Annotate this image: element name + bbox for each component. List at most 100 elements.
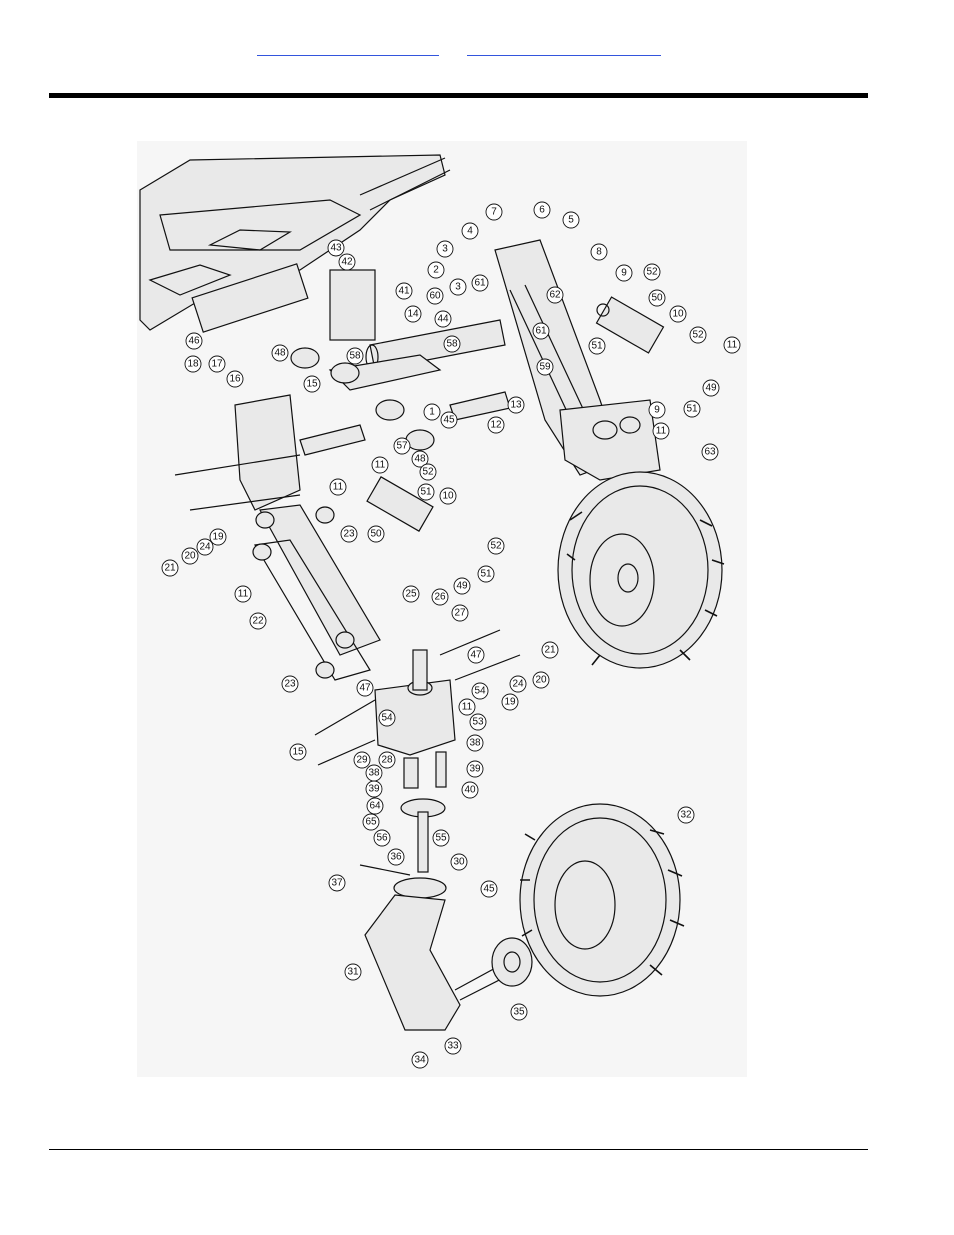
callout-circle bbox=[346, 347, 364, 365]
callout-47: 47 bbox=[356, 679, 374, 697]
callout-circle bbox=[451, 604, 469, 622]
callout-31: 31 bbox=[344, 963, 362, 981]
callout-circle bbox=[434, 310, 452, 328]
callout-30: 30 bbox=[450, 853, 468, 871]
callout-number: 35 bbox=[513, 1007, 525, 1018]
callout-circle bbox=[615, 264, 633, 282]
callout-number: 24 bbox=[199, 542, 211, 553]
callout-44: 44 bbox=[434, 310, 452, 328]
callout-circle bbox=[327, 239, 345, 257]
callout-number: 52 bbox=[692, 330, 704, 341]
callout-circle bbox=[436, 240, 454, 258]
callout-number: 19 bbox=[504, 697, 516, 708]
callout-54: 54 bbox=[378, 709, 396, 727]
callout-number: 48 bbox=[274, 348, 286, 359]
callout-15: 15 bbox=[303, 375, 321, 393]
header-link-left[interactable] bbox=[257, 37, 439, 56]
callout-54: 54 bbox=[471, 682, 489, 700]
callout-circle bbox=[373, 829, 391, 847]
callout-43: 43 bbox=[327, 239, 345, 257]
callout-circle bbox=[439, 487, 457, 505]
callout-number: 58 bbox=[446, 339, 458, 350]
callout-22: 22 bbox=[249, 612, 267, 630]
callout-19: 19 bbox=[209, 528, 227, 546]
callout-circle bbox=[477, 565, 495, 583]
callout-number: 38 bbox=[469, 738, 481, 749]
callout-circle bbox=[208, 355, 226, 373]
callout-number: 39 bbox=[368, 784, 380, 795]
callout-number: 3 bbox=[455, 282, 461, 293]
callout-23: 23 bbox=[340, 525, 358, 543]
callout-51: 51 bbox=[477, 565, 495, 583]
callout-circle bbox=[501, 693, 519, 711]
callout-number: 26 bbox=[434, 592, 446, 603]
callout-9: 9 bbox=[648, 401, 666, 419]
callout-circle bbox=[702, 379, 720, 397]
callout-number: 44 bbox=[437, 314, 449, 325]
callout-11: 11 bbox=[329, 478, 347, 496]
callout-50: 50 bbox=[367, 525, 385, 543]
callout-39: 39 bbox=[365, 780, 383, 798]
callout-number: 60 bbox=[429, 291, 441, 302]
callout-number: 27 bbox=[454, 608, 466, 619]
callout-39: 39 bbox=[466, 760, 484, 778]
callout-42: 42 bbox=[338, 253, 356, 271]
callout-circle bbox=[249, 612, 267, 630]
callout-number: 34 bbox=[414, 1055, 426, 1066]
callout-circle bbox=[378, 751, 396, 769]
callout-circle bbox=[480, 880, 498, 898]
callout-circle bbox=[723, 336, 741, 354]
callout-48: 48 bbox=[271, 344, 289, 362]
callout-circle bbox=[461, 781, 479, 799]
callout-circle bbox=[378, 709, 396, 727]
callout-circle bbox=[161, 559, 179, 577]
cross-shaft-drawing bbox=[290, 319, 511, 456]
callout-circle bbox=[466, 760, 484, 778]
callout-circle bbox=[532, 322, 550, 340]
callout-circle bbox=[366, 797, 384, 815]
callout-circle bbox=[404, 305, 422, 323]
callout-circle bbox=[419, 463, 437, 481]
callout-number: 48 bbox=[414, 454, 426, 465]
callout-circle bbox=[181, 547, 199, 565]
callout-circle bbox=[362, 813, 380, 831]
callout-number: 23 bbox=[284, 679, 296, 690]
callout-number: 63 bbox=[704, 447, 716, 458]
callout-circle bbox=[353, 751, 371, 769]
callout-circle bbox=[648, 289, 666, 307]
callout-circle bbox=[444, 1037, 462, 1055]
callout-number: 29 bbox=[356, 755, 368, 766]
callout-number: 52 bbox=[646, 267, 658, 278]
callout-58: 58 bbox=[443, 335, 461, 353]
callout-11: 11 bbox=[234, 585, 252, 603]
callout-circle bbox=[546, 286, 564, 304]
callout-circle bbox=[510, 1003, 528, 1021]
callout-19: 19 bbox=[501, 693, 519, 711]
header-link-right[interactable] bbox=[467, 37, 661, 56]
callout-11: 11 bbox=[652, 422, 670, 440]
callout-circle bbox=[469, 713, 487, 731]
callout-layer: 1233456789910101111111111111213141515161… bbox=[161, 201, 741, 1069]
callout-circle bbox=[471, 274, 489, 292]
parts-drawing: 1233456789910101111111111111213141515161… bbox=[139, 154, 741, 1069]
callout-number: 56 bbox=[376, 833, 388, 844]
callout-number: 50 bbox=[370, 529, 382, 540]
callout-circle bbox=[395, 282, 413, 300]
callout-number: 11 bbox=[238, 589, 249, 600]
callout-circle bbox=[509, 675, 527, 693]
callout-number: 47 bbox=[470, 650, 482, 661]
callout-number: 10 bbox=[672, 309, 684, 320]
callout-number: 1 bbox=[429, 407, 435, 418]
callout-number: 50 bbox=[651, 293, 663, 304]
callout-61: 61 bbox=[532, 322, 550, 340]
callout-circle bbox=[196, 538, 214, 556]
callout-circle bbox=[281, 675, 299, 693]
callout-number: 42 bbox=[341, 257, 353, 268]
callout-number: 11 bbox=[375, 460, 386, 471]
callout-21: 21 bbox=[541, 641, 559, 659]
callout-number: 11 bbox=[656, 426, 667, 437]
callout-circle bbox=[184, 355, 202, 373]
callout-number: 58 bbox=[349, 351, 361, 362]
spindle-block-drawing bbox=[314, 629, 521, 899]
